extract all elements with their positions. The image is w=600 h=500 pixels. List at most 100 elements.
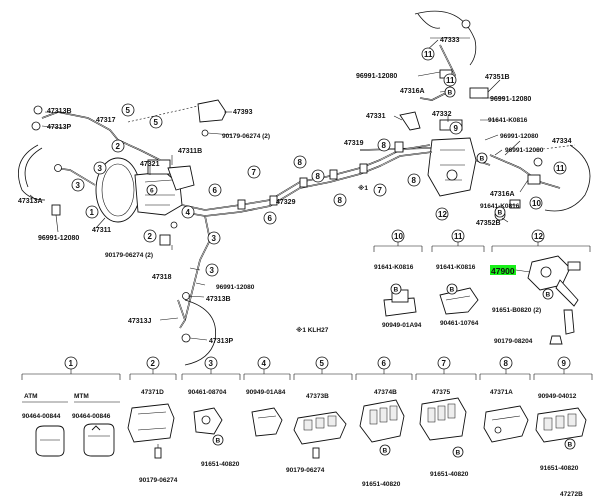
svg-text:1: 1 <box>69 359 74 368</box>
label-91651-b0820-12: 91651-B0820 (2) <box>492 307 541 314</box>
label-91651-40820-7: 91651-40820 <box>430 471 469 478</box>
callout-5-a: 5 <box>121 103 135 117</box>
label-47313a: 47313A <box>18 198 43 205</box>
callout-11-a: 11 <box>421 47 435 61</box>
legend-group-5: 47373B 90179-06274 <box>286 393 347 474</box>
label-47313p: 47313P <box>47 124 71 131</box>
legend-group-6: 47374B B 91651-40820 <box>359 389 405 488</box>
callout-8-a: 8 <box>293 155 307 169</box>
label-47318: 47318 <box>152 274 172 281</box>
label-91651-40820-9: 91651-40820 <box>540 465 579 472</box>
callout-8-b: 8 <box>311 169 325 183</box>
svg-text:6: 6 <box>382 359 387 368</box>
label-96991-b: 96991-12080 <box>490 96 531 103</box>
callout-11-b: 11 <box>443 73 457 87</box>
svg-text:8: 8 <box>504 359 509 368</box>
clamp-90949-01a84 <box>251 407 283 437</box>
label-47313b-bottom: 47313B <box>206 296 231 303</box>
legend-callout-6: 6 <box>377 356 391 370</box>
callout-12-a: 12 <box>435 207 449 221</box>
label-91641-k0816-10: 91641-K0816 <box>374 264 414 271</box>
label-96991-f: 96991-12080 <box>216 284 255 291</box>
svg-text:6: 6 <box>213 186 218 195</box>
label-96991-d: 96991-12080 <box>505 147 544 154</box>
svg-text:8: 8 <box>338 196 343 205</box>
legend-group-4: 90949-01A84 <box>246 389 286 437</box>
label-47311b: 47311B <box>178 148 202 155</box>
label-47375: 47375 <box>432 389 450 396</box>
callout-3-a: 3 <box>93 161 107 175</box>
label-47332: 47332 <box>432 111 452 118</box>
svg-text:4: 4 <box>186 208 191 217</box>
svg-text:9: 9 <box>454 124 459 133</box>
callout-7-a: 7 <box>247 165 261 179</box>
svg-text:2: 2 <box>116 142 121 151</box>
svg-text:B: B <box>546 292 551 299</box>
callout-8-d: 8 <box>377 138 391 152</box>
clamp-9 <box>394 141 404 153</box>
legend-group-9: 90949-04012 B 91651-40820 <box>535 393 587 472</box>
label-47311: 47311 <box>92 227 111 234</box>
legend-callout-2: 2 <box>146 356 160 370</box>
callout-8-c: 8 <box>333 193 347 207</box>
svg-text:3: 3 <box>209 359 214 368</box>
label-47313j: 47313J <box>128 318 151 325</box>
label-90949-01a84: 90949-01A84 <box>246 389 286 396</box>
callout-2-b: 2 <box>143 229 157 243</box>
label-91641-k0816-11: 91641-K0816 <box>436 264 476 271</box>
svg-text:9: 9 <box>562 359 567 368</box>
detail-group-10: 10 91641-K0816 B 90949-01A94 <box>373 229 423 329</box>
svg-text:2: 2 <box>148 232 153 241</box>
svg-text:11: 11 <box>454 232 463 241</box>
label-47900[interactable]: 47900 <box>491 266 515 276</box>
legend-group-2: 47371D 90179-06274 <box>127 389 178 484</box>
label-47313b: 47313B <box>47 108 72 115</box>
rear-drum-right <box>544 144 591 212</box>
label-91651-40820-6: 91651-40820 <box>362 481 401 488</box>
svg-text:2: 2 <box>151 359 156 368</box>
label-47393: 47393 <box>233 109 253 116</box>
svg-text:6: 6 <box>150 188 154 195</box>
note-star-1: ※1 <box>358 183 368 192</box>
legend-callout-4: 4 <box>257 356 271 370</box>
svg-text:3: 3 <box>98 164 103 173</box>
label-90949-04012: 90949-04012 <box>538 393 577 400</box>
svg-text:7: 7 <box>252 168 257 177</box>
label-90464-00846: 90464-00846 <box>72 413 111 420</box>
clamp-47371d <box>127 403 175 443</box>
callout-1-a: 1 <box>85 205 99 219</box>
label-91641-a: 91641-K0816 <box>488 117 528 124</box>
legend-callout-5: 5 <box>315 356 329 370</box>
rear-drum-left <box>184 299 217 366</box>
label-96991-c: 96991-12080 <box>500 133 539 140</box>
label-47374b: 47374B <box>374 389 397 396</box>
legend-brackets <box>21 368 593 380</box>
label-mtm: MTM <box>74 393 89 400</box>
callout-6-c: 6 <box>263 211 277 225</box>
svg-text:3: 3 <box>210 266 215 275</box>
union-47313b <box>33 105 43 115</box>
svg-text:10: 10 <box>394 232 403 241</box>
callout-7-b: 7 <box>373 183 387 197</box>
svg-text:B: B <box>216 438 221 445</box>
svg-text:B: B <box>456 450 461 457</box>
svg-text:8: 8 <box>412 176 417 185</box>
svg-text:6: 6 <box>268 214 273 223</box>
label-47334: 47334 <box>552 138 572 145</box>
bracket-47393 <box>197 99 227 123</box>
svg-text:B: B <box>480 156 485 163</box>
label-90179-08204-12: 90179-08204 <box>494 338 533 345</box>
svg-text:8: 8 <box>382 141 387 150</box>
legend-callout-8: 8 <box>499 356 513 370</box>
label-47333: 47333 <box>440 37 460 44</box>
svg-text:B: B <box>498 210 503 217</box>
highlight-47900 <box>490 265 516 275</box>
svg-text:8: 8 <box>298 158 303 167</box>
label-90179-06274-2: 90179-06274 <box>139 477 178 484</box>
label-47371d: 47371D <box>141 389 164 396</box>
detail-group-12: 12 47900 B 91651-B0820 (2) 90179-08204 <box>490 229 591 345</box>
label-47317: 47317 <box>96 117 116 124</box>
callout-11-c: 11 <box>553 161 567 175</box>
clamp-8a <box>269 195 278 206</box>
